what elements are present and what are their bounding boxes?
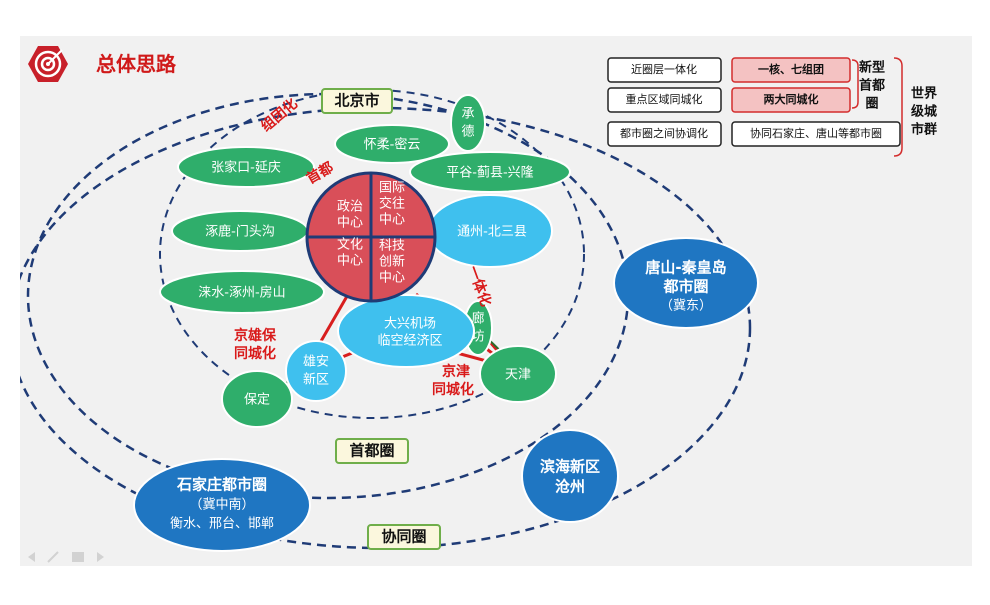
node-chengde: 承 德	[450, 94, 486, 152]
svg-text:科技: 科技	[379, 239, 405, 254]
tag-beijing: 北京市	[321, 88, 393, 114]
svg-text:（冀东）: （冀东）	[660, 298, 712, 314]
svg-text:雄安: 雄安	[303, 355, 329, 370]
svg-text:张家口-延庆: 张家口-延庆	[211, 160, 281, 176]
svg-text:平谷-蓟县-兴隆: 平谷-蓟县-兴隆	[446, 166, 533, 181]
menu-icon[interactable]	[72, 552, 84, 562]
node-huairou-miyun: 怀柔-密云	[334, 124, 450, 164]
svg-text:德: 德	[461, 125, 474, 140]
legend: 近圈层一体化 重点区域同城化 都市圈之间协调化 一核、七组团 两大同城化 协同石…	[607, 57, 937, 157]
next-slide-icon[interactable]	[97, 552, 104, 562]
svg-text:首都: 首都	[859, 78, 885, 94]
svg-text:都市圈: 都市圈	[662, 278, 708, 296]
label-jingjin-2: 同城化	[432, 381, 474, 398]
pen-icon[interactable]	[47, 551, 59, 563]
svg-text:石家庄都市圈: 石家庄都市圈	[176, 476, 267, 494]
prev-slide-icon[interactable]	[28, 552, 35, 562]
svg-text:新区: 新区	[303, 372, 329, 388]
svg-text:首都圈: 首都圈	[349, 442, 394, 460]
svg-text:重点区域同城化: 重点区域同城化	[626, 92, 703, 106]
svg-text:近圈层一体化: 近圈层一体化	[631, 62, 697, 76]
svg-text:创新: 创新	[379, 254, 405, 270]
svg-text:怀柔-密云: 怀柔-密云	[364, 137, 421, 153]
tag-capital-circle: 首都圈	[335, 438, 409, 464]
node-pinggu: 平谷-蓟县-兴隆	[409, 151, 571, 193]
slide-controls	[28, 551, 104, 563]
label-jingxiongbao-1: 京雄保	[234, 327, 277, 344]
svg-text:通州-北三县: 通州-北三县	[457, 225, 527, 240]
label-integration: 一体化	[464, 264, 494, 309]
strategy-diagram: 总体思路 承 德 怀柔-密云	[20, 46, 937, 563]
node-zhangjiakou-yanqing: 张家口-延庆	[177, 146, 315, 188]
svg-text:（冀中南）: （冀中南）	[189, 497, 254, 513]
node-tangshan: 唐山-秦皇岛 都市圈 （冀东）	[613, 237, 759, 329]
svg-text:沧州: 沧州	[555, 478, 585, 496]
target-icon	[28, 46, 68, 82]
svg-text:政治: 政治	[337, 200, 363, 215]
svg-text:协同石家庄、唐山等都市圈: 协同石家庄、唐山等都市圈	[750, 126, 882, 140]
svg-text:级城: 级城	[911, 104, 937, 120]
svg-text:廊: 廊	[471, 311, 484, 327]
svg-text:唐山-秦皇岛: 唐山-秦皇岛	[645, 259, 726, 277]
svg-text:滨海新区: 滨海新区	[540, 458, 600, 476]
node-laishui-fangshan: 涞水-涿州-房山	[159, 270, 325, 314]
svg-text:一核、七组团: 一核、七组团	[758, 62, 824, 76]
svg-text:临空经济区: 临空经济区	[377, 334, 442, 349]
svg-text:保定: 保定	[244, 393, 270, 408]
node-airport: 大兴机场 临空经济区	[337, 294, 475, 368]
svg-text:国际: 国际	[379, 181, 405, 196]
svg-text:两大同城化: 两大同城化	[764, 92, 819, 106]
svg-text:都市圈之间协调化: 都市圈之间协调化	[620, 126, 708, 140]
tag-cooperation-circle: 协同圈	[367, 524, 441, 550]
node-zhuolu-mentougou: 涿鹿-门头沟	[171, 210, 309, 252]
node-tianjin: 天津	[479, 345, 557, 403]
node-tongzhou: 通州-北三县	[427, 194, 553, 268]
svg-text:新型: 新型	[859, 60, 885, 76]
svg-text:大兴机场: 大兴机场	[384, 317, 436, 332]
slide-canvas: 总体思路 承 德 怀柔-密云	[20, 36, 972, 566]
label-jingxiongbao-2: 同城化	[234, 345, 276, 362]
node-xiongan: 雄安 新区	[285, 340, 347, 402]
svg-text:天津: 天津	[505, 368, 531, 383]
svg-text:衡水、邢台、邯郸: 衡水、邢台、邯郸	[170, 517, 274, 532]
svg-text:中心: 中心	[379, 271, 405, 286]
node-shijiazhuang: 石家庄都市圈 （冀中南） 衡水、邢台、邯郸	[133, 458, 311, 552]
capital-circle-ring	[26, 92, 630, 500]
svg-text:市群: 市群	[911, 122, 937, 138]
svg-text:北京市: 北京市	[334, 92, 379, 110]
node-baoding: 保定	[221, 370, 293, 428]
svg-text:涿鹿-门头沟: 涿鹿-门头沟	[205, 224, 275, 240]
svg-text:交往: 交往	[379, 196, 405, 212]
capital-core: 政治 中心 国际 交往 中心 文化 中心 科技 创新 中心	[305, 171, 437, 303]
svg-text:圈: 圈	[865, 97, 878, 112]
svg-text:承: 承	[461, 107, 474, 122]
svg-text:中心: 中心	[337, 254, 363, 269]
svg-text:文化: 文化	[337, 238, 363, 253]
svg-text:世界: 世界	[911, 86, 937, 102]
page-title: 总体思路	[96, 52, 177, 76]
svg-text:涞水-涿州-房山: 涞水-涿州-房山	[198, 285, 285, 301]
svg-text:中心: 中心	[379, 213, 405, 228]
node-binhai: 滨海新区 沧州	[521, 429, 619, 523]
svg-text:中心: 中心	[337, 216, 363, 231]
svg-text:协同圈: 协同圈	[381, 528, 426, 546]
label-jingjin-1: 京津	[442, 363, 470, 380]
